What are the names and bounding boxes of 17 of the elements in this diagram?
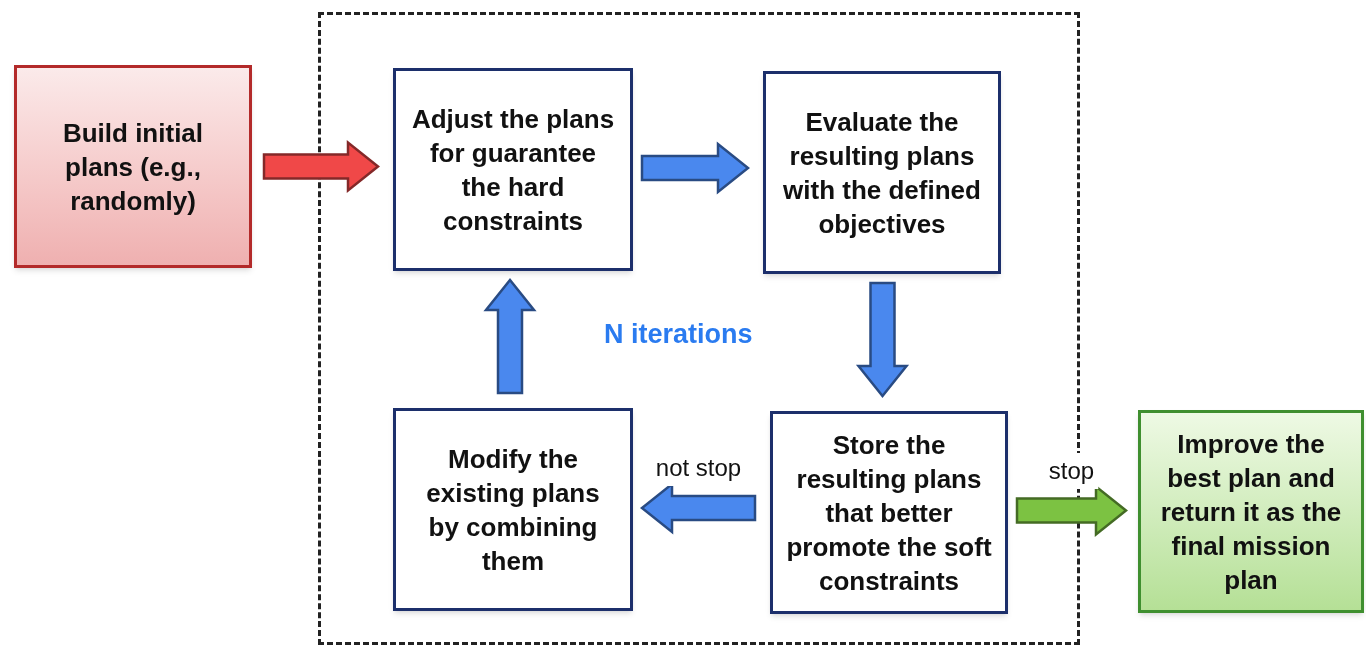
process-box — [763, 71, 1001, 274]
process-box — [393, 408, 633, 611]
box-label: Adjust the plans for guarantee the hard constraints — [410, 102, 616, 238]
box-label: Build initial plans (e.g., randomly) — [61, 116, 205, 218]
process-box — [1138, 410, 1364, 613]
process-box — [770, 411, 1008, 614]
loop-label: N iterations — [604, 318, 753, 351]
process-box — [14, 65, 252, 268]
box-label: Store the resulting plans that better promote the soft constraints — [785, 428, 993, 598]
block-arrow — [483, 278, 537, 395]
block-arrow — [640, 141, 750, 195]
block-arrow — [855, 281, 910, 398]
box-label: Modify the existing plans by combining them — [425, 442, 601, 578]
block-arrow — [262, 139, 380, 194]
process-box — [393, 68, 633, 271]
box-label: Evaluate the resulting plans with the defined objectives — [782, 105, 982, 241]
box-label: Improve the best plan and return it as the final mission plan — [1159, 427, 1343, 597]
